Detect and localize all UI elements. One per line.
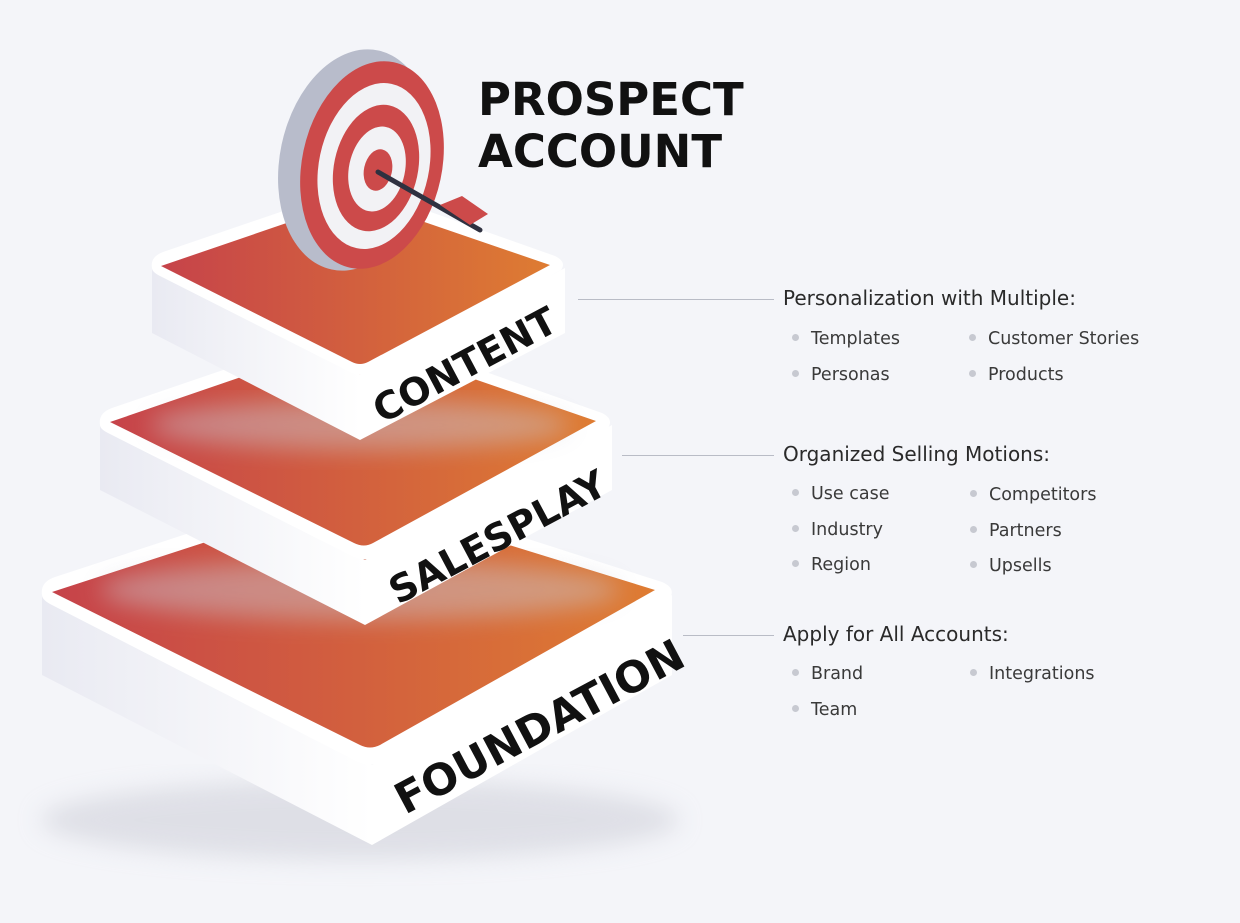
list-item: Industry [792, 520, 883, 540]
bullet-dot [792, 524, 799, 532]
title-line-1: PROSPECT [478, 73, 744, 126]
tier-foundation [40, 483, 680, 860]
arrow-icon [375, 169, 488, 233]
bullet-dot [970, 560, 977, 568]
list-item: Products [969, 365, 1064, 385]
list-item: Upsells [970, 556, 1052, 576]
list-item: Partners [970, 521, 1062, 541]
tier-content [150, 187, 570, 450]
list-item: Customer Stories [969, 329, 1139, 349]
list-item: Integrations [970, 664, 1095, 684]
connector-salesplay [622, 455, 774, 456]
bullet-dot [970, 525, 977, 533]
target-icon [278, 49, 444, 271]
bullet-dot [970, 489, 977, 497]
group-heading-content: Personalization with Multiple: [783, 286, 1076, 310]
bullet-dot [792, 668, 799, 676]
page-title: PROSPECT ACCOUNT [478, 74, 744, 178]
list-item: Region [792, 555, 871, 575]
list-item: Competitors [970, 485, 1096, 505]
list-item: Brand [792, 664, 863, 684]
list-item: Templates [792, 329, 900, 349]
list-item: Team [792, 700, 857, 720]
bullet-dot [969, 333, 976, 341]
title-line-2: ACCOUNT [478, 125, 723, 178]
bullet-dot [792, 333, 799, 341]
bullet-dot [792, 559, 799, 567]
bullet-dot [792, 704, 799, 712]
group-heading-foundation: Apply for All Accounts: [783, 622, 1009, 646]
list-item: Personas [792, 365, 890, 385]
bullet-dot [970, 668, 977, 676]
list-item: Use case [792, 484, 890, 504]
bullet-dot [969, 369, 976, 377]
group-heading-salesplay: Organized Selling Motions: [783, 442, 1051, 466]
connector-foundation [683, 635, 774, 636]
connector-content [578, 299, 774, 300]
bullet-dot [792, 369, 799, 377]
bullet-dot [792, 488, 799, 496]
